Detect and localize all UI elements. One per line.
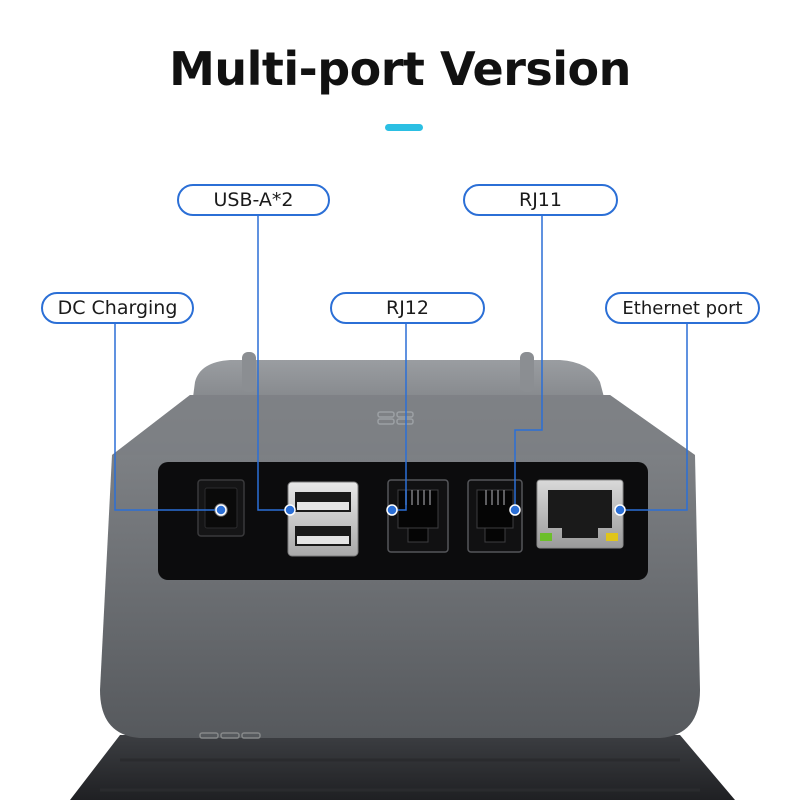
usb-a-ports [287,481,359,557]
device-base [70,735,735,800]
embossed-logo-mark [377,411,414,425]
callout-rj11: RJ11 [463,184,618,216]
callout-usb-a: USB-A*2 [177,184,330,216]
callout-anchor-dots [215,504,626,516]
embossed-logo-mark-lower [199,732,261,739]
page-title: Multi-port Version [169,42,631,96]
callout-dc-charging: DC Charging [41,292,194,324]
title-accent-bar [385,124,423,131]
rj11-port [467,479,523,553]
rj12-port [387,479,449,553]
callout-rj12: RJ12 [330,292,485,324]
callout-ethernet-port: Ethernet port [605,292,760,324]
ethernet-port [536,479,624,549]
